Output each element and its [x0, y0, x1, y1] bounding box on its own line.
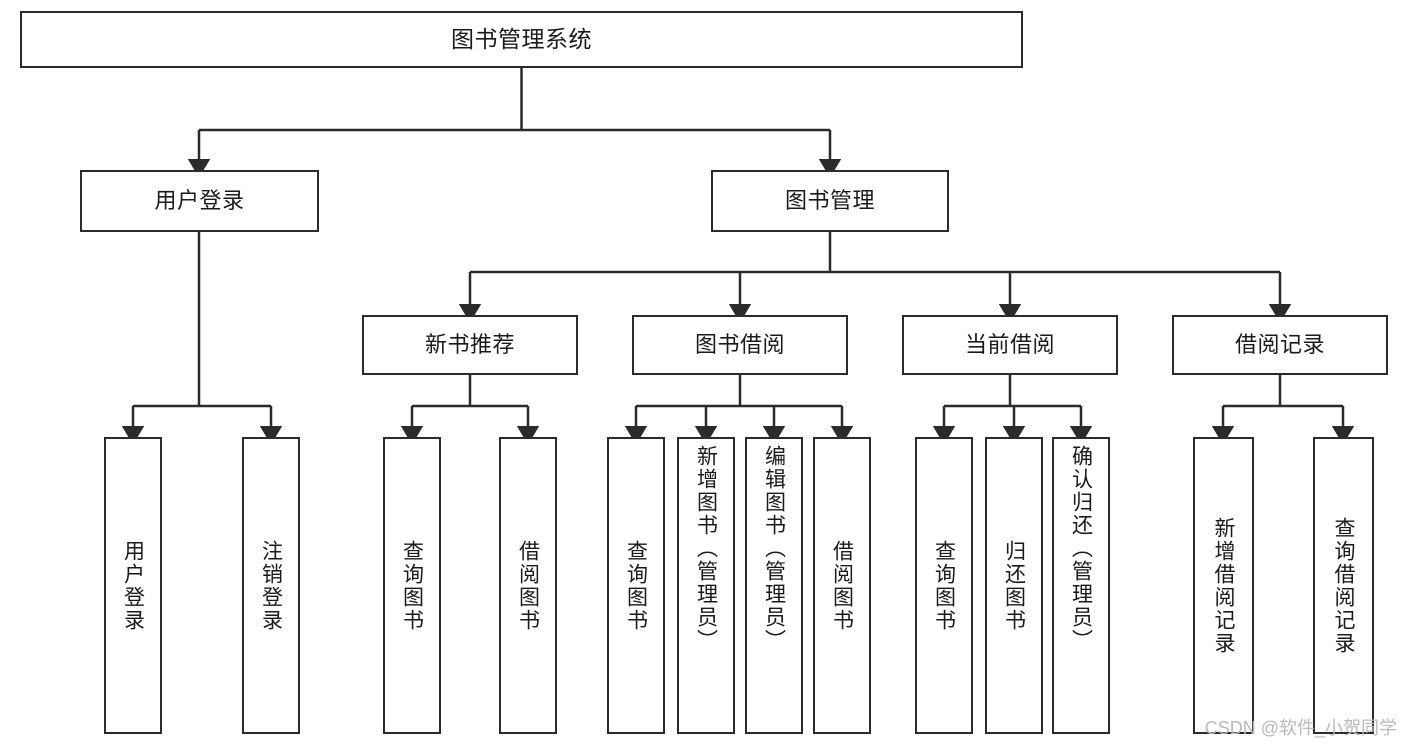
leaf-user-login-logout[interactable]: 注销登录: [242, 437, 300, 734]
node-label: 新书推荐: [424, 332, 515, 358]
node-label: 注销登录: [259, 539, 283, 632]
node-label: 查询图书: [932, 539, 956, 632]
leaf-user-login-login[interactable]: 用户登录: [104, 437, 162, 734]
leaf-current-confirm-return-admin[interactable]: 确认归还（管理员）: [1052, 437, 1110, 734]
leaf-record-add-record[interactable]: 新增借阅记录: [1193, 437, 1254, 734]
node-book-management[interactable]: 图书管理: [711, 170, 949, 232]
leaf-borrow-borrow-book[interactable]: 借阅图书: [813, 437, 871, 734]
node-label: 查询图书: [624, 539, 648, 632]
node-root-system[interactable]: 图书管理系统: [20, 11, 1023, 68]
leaf-recommend-borrow-book[interactable]: 借阅图书: [499, 437, 557, 734]
node-user-login[interactable]: 用户登录: [80, 170, 319, 232]
node-label: 借阅图书: [516, 539, 540, 632]
node-current-borrow[interactable]: 当前借阅: [902, 315, 1118, 375]
node-label: 新增借阅记录: [1212, 516, 1236, 655]
node-label: 查询借阅记录: [1332, 516, 1356, 655]
node-label: 用户登录: [121, 539, 145, 632]
leaf-current-return-book[interactable]: 归还图书: [985, 437, 1043, 734]
leaf-borrow-edit-book-admin[interactable]: 编辑图书（管理员）: [745, 437, 803, 734]
node-label: 图书借阅: [694, 332, 785, 358]
node-label: 用户登录: [154, 188, 245, 214]
node-label: 图书管理: [784, 188, 875, 214]
node-label: 当前借阅: [964, 332, 1055, 358]
node-label: 图书管理系统: [451, 25, 592, 52]
node-label: 借阅图书: [830, 539, 854, 632]
node-new-book-recommend[interactable]: 新书推荐: [362, 315, 578, 375]
leaf-borrow-add-book-admin[interactable]: 新增图书（管理员）: [677, 437, 735, 734]
node-label: 编辑图书（管理员）: [762, 445, 786, 652]
node-book-borrow[interactable]: 图书借阅: [632, 315, 848, 375]
node-label: 确认归还（管理员）: [1069, 445, 1093, 652]
leaf-recommend-query-book[interactable]: 查询图书: [383, 437, 441, 734]
node-label: 新增图书（管理员）: [694, 445, 718, 652]
leaf-current-query-book[interactable]: 查询图书: [915, 437, 973, 734]
watermark-text: CSDN @软件_小贺同学: [1204, 718, 1397, 738]
node-label: 归还图书: [1002, 539, 1026, 632]
node-label: 查询图书: [400, 539, 424, 632]
leaf-borrow-query-book[interactable]: 查询图书: [607, 437, 665, 734]
node-label: 借阅记录: [1234, 332, 1325, 358]
leaf-record-query-record[interactable]: 查询借阅记录: [1313, 437, 1374, 734]
node-borrow-record[interactable]: 借阅记录: [1172, 315, 1388, 375]
